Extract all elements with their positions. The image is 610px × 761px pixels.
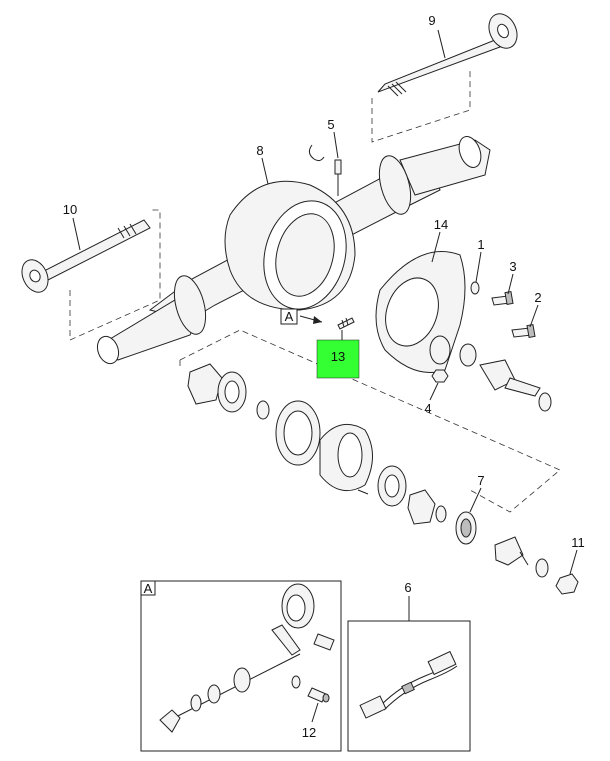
- thrust-washer[interactable]: [256, 400, 270, 420]
- svg-text:8: 8: [256, 143, 263, 158]
- svg-text:7: 7: [477, 473, 484, 488]
- callout-1: 1: [475, 237, 485, 283]
- breather-vent[interactable]: [308, 144, 342, 196]
- flange-nut[interactable]: [555, 573, 579, 595]
- differential-case[interactable]: [319, 423, 373, 495]
- side-gear[interactable]: [187, 363, 223, 405]
- shaft-left-bracket: [69, 209, 161, 341]
- view-ref-a: A: [280, 308, 323, 325]
- shaft-right-bracket: [371, 68, 471, 143]
- stud[interactable]: [337, 317, 355, 330]
- highlight-label: 13: [331, 349, 345, 364]
- callout-12: 12: [302, 702, 319, 740]
- axle-shaft-right[interactable]: [377, 9, 522, 97]
- callout-14: 14: [431, 217, 448, 263]
- svg-text:5: 5: [327, 117, 334, 132]
- bolt-long[interactable]: [511, 323, 536, 339]
- pinion-gear[interactable]: [459, 343, 552, 412]
- ring-gear[interactable]: [275, 400, 321, 466]
- harness-box: [347, 620, 471, 752]
- svg-text:1: 1: [477, 237, 484, 252]
- svg-text:6: 6: [404, 580, 411, 595]
- case-washer[interactable]: [435, 505, 447, 523]
- svg-text:12: 12: [302, 725, 316, 740]
- callout-13: 13: [316, 330, 360, 379]
- highlight-box[interactable]: [316, 339, 360, 379]
- yoke-bearing[interactable]: [455, 511, 477, 545]
- washer[interactable]: [470, 281, 480, 295]
- companion-flange[interactable]: [494, 536, 529, 566]
- wiring-harness[interactable]: [359, 650, 458, 719]
- callout-6: 6: [404, 580, 412, 621]
- detail-a-box: A: [140, 580, 342, 752]
- callout-8: 8: [256, 143, 269, 185]
- differential-carrier[interactable]: [375, 251, 466, 373]
- axle-housing[interactable]: [94, 134, 491, 367]
- shift-collar[interactable]: [281, 583, 315, 629]
- axle-shaft-left[interactable]: [17, 219, 151, 296]
- callout-9: 9: [428, 13, 446, 59]
- thrust-bearing[interactable]: [217, 371, 247, 413]
- callout-7: 7: [469, 473, 485, 513]
- svg-text:2: 2: [534, 290, 541, 305]
- switch-sensor[interactable]: [307, 687, 330, 703]
- flange-washer[interactable]: [535, 558, 549, 578]
- callout-2: 2: [529, 290, 542, 328]
- svg-text:3: 3: [509, 259, 516, 274]
- svg-text:14: 14: [434, 217, 448, 232]
- callout-5: 5: [327, 117, 339, 159]
- view-ref-label: A: [285, 309, 294, 324]
- callout-4: 4: [424, 382, 439, 416]
- callout-3: 3: [507, 259, 517, 295]
- svg-text:9: 9: [428, 13, 435, 28]
- callout-10: 10: [63, 202, 81, 251]
- side-gear-right[interactable]: [407, 489, 436, 525]
- nut[interactable]: [431, 369, 449, 383]
- bolt-short[interactable]: [491, 290, 514, 306]
- shift-fork[interactable]: [271, 624, 335, 656]
- shift-shaft[interactable]: [159, 653, 301, 733]
- svg-text:11: 11: [571, 535, 585, 550]
- svg-text:4: 4: [424, 401, 431, 416]
- detail-a-label: A: [144, 581, 153, 596]
- callout-11: 11: [569, 535, 585, 575]
- internals-bracket-top: [179, 329, 561, 513]
- svg-text:10: 10: [63, 202, 77, 217]
- case-bearing[interactable]: [377, 465, 407, 507]
